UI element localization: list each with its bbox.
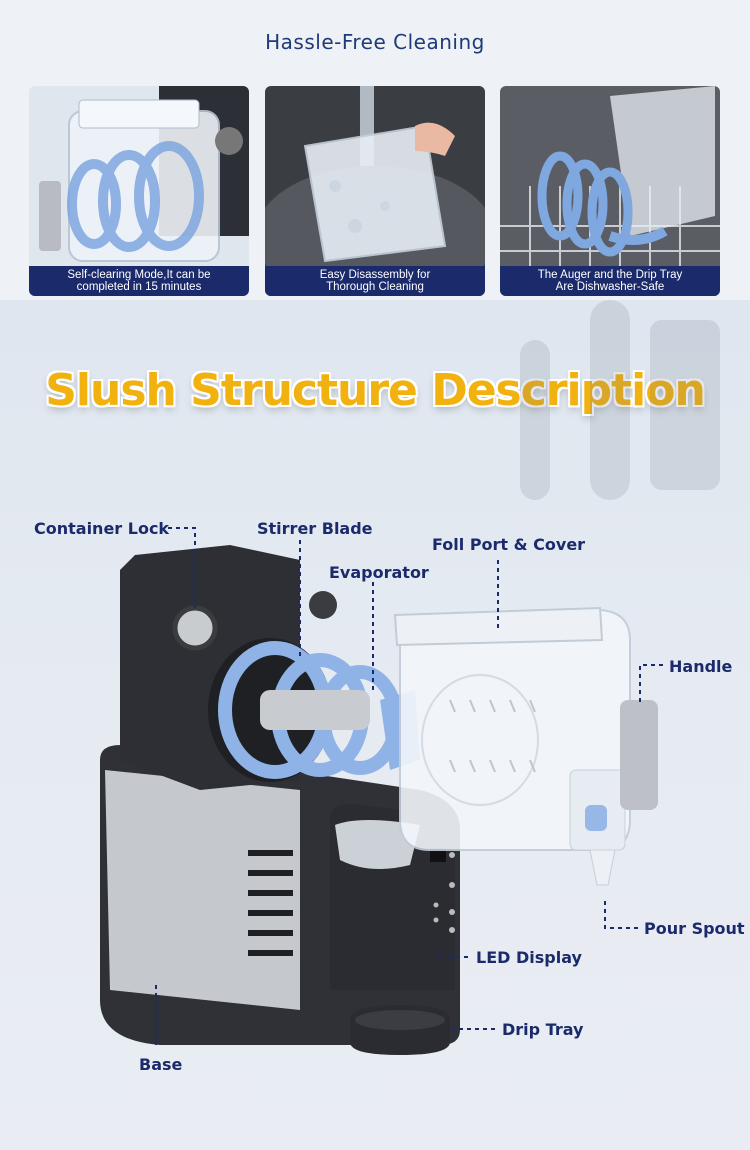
cleaning-heading: Hassle-Free Cleaning — [265, 30, 485, 54]
caption-line: Are Dishwasher-Safe — [555, 281, 665, 293]
caption-line: completed in 15 minutes — [76, 281, 202, 293]
label-base: Base — [139, 1055, 183, 1074]
background-utensils — [520, 300, 720, 500]
label-foll-port-cover: Foll Port & Cover — [432, 535, 586, 554]
panel-self-clearing: Self-clearing Mode,It can be completed i… — [29, 86, 249, 296]
panel-disassembly: Easy Disassembly for Thorough Cleaning — [265, 86, 485, 296]
led-display-screen — [430, 848, 446, 862]
label-container-lock: Container Lock — [34, 519, 170, 538]
label-led-display: LED Display — [476, 948, 582, 967]
caption-line: Thorough Cleaning — [326, 281, 424, 293]
label-handle: Handle — [669, 657, 733, 676]
self-clearing-image — [29, 86, 249, 296]
panel-dishwasher: The Auger and the Drip Tray Are Dishwash… — [500, 86, 720, 296]
handle-shape — [620, 700, 658, 810]
pour-spout-shape — [589, 849, 616, 886]
container-lock-knob — [172, 605, 218, 651]
callout-lines — [155, 527, 663, 1045]
dishwasher-image — [500, 86, 720, 296]
caption-line: Self-clearing Mode,It can be — [67, 269, 211, 281]
label-evaporator: Evaporator — [329, 563, 429, 582]
panel-caption: Easy Disassembly for Thorough Cleaning — [265, 266, 485, 296]
transparent-container — [393, 606, 658, 886]
label-stirrer-blade: Stirrer Blade — [257, 519, 373, 538]
panel-caption: The Auger and the Drip Tray Are Dishwash… — [500, 266, 720, 296]
caption-line: Easy Disassembly for — [319, 269, 431, 281]
label-pour-spout: Pour Spout — [644, 919, 745, 938]
disassembly-image — [265, 86, 485, 296]
structure-title: Slush Structure Description — [45, 365, 706, 416]
label-drip-tray: Drip Tray — [502, 1020, 584, 1039]
stirrer-blade — [208, 638, 420, 782]
evaporator-cylinder — [260, 690, 370, 730]
caption-line: The Auger and the Drip Tray — [537, 269, 683, 281]
panel-caption: Self-clearing Mode,It can be completed i… — [29, 266, 249, 296]
drip-tray-shape — [350, 1005, 450, 1055]
